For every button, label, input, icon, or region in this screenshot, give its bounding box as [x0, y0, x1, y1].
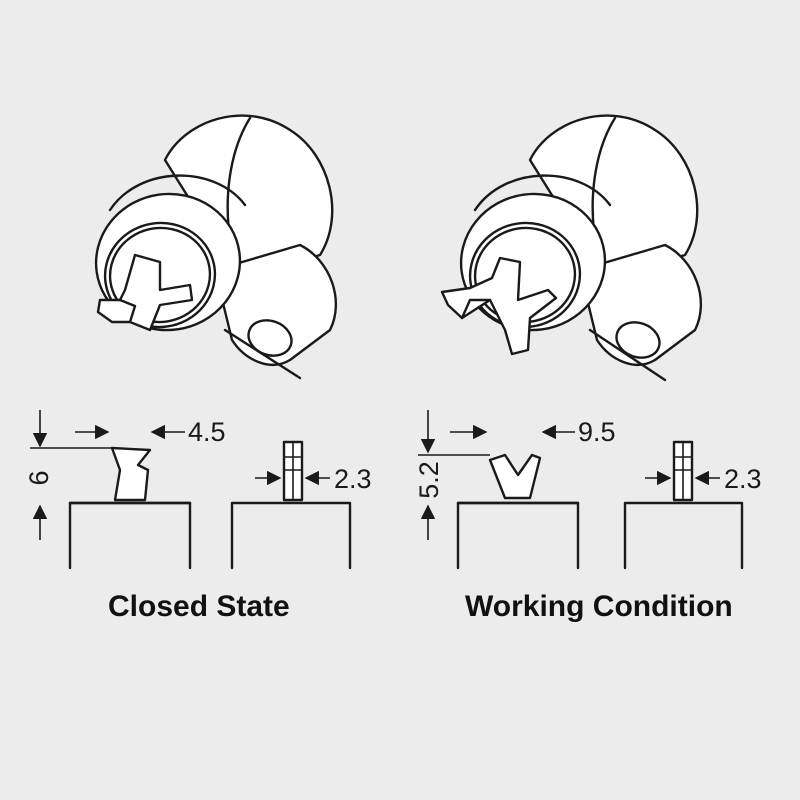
- working-condition-caption: Working Condition: [465, 590, 733, 623]
- closed-width-label: 4.5: [188, 417, 226, 447]
- closed-state-caption: Closed State: [108, 590, 290, 623]
- closed-side-label: 2.3: [334, 464, 372, 494]
- closed-height-label: 6: [24, 470, 54, 485]
- working-width-dimension: 9.5: [450, 417, 616, 447]
- working-side-dimension: 2.3: [645, 464, 762, 494]
- working-3d-view: [440, 114, 703, 382]
- working-side-elevation: [623, 440, 744, 570]
- closed-3d-view: [94, 114, 338, 380]
- working-front-elevation: [456, 453, 580, 570]
- working-height-label: 5.2: [414, 461, 444, 499]
- closed-width-dimension: 4.5: [75, 417, 226, 447]
- closed-side-elevation: [230, 440, 352, 570]
- closed-front-elevation: [68, 446, 192, 570]
- working-height-dimension: 5.2: [414, 410, 490, 540]
- closed-height-dimension: 6: [24, 410, 112, 540]
- working-side-label: 2.3: [724, 464, 762, 494]
- closed-side-dimension: 2.3: [255, 464, 372, 494]
- working-width-label: 9.5: [578, 417, 616, 447]
